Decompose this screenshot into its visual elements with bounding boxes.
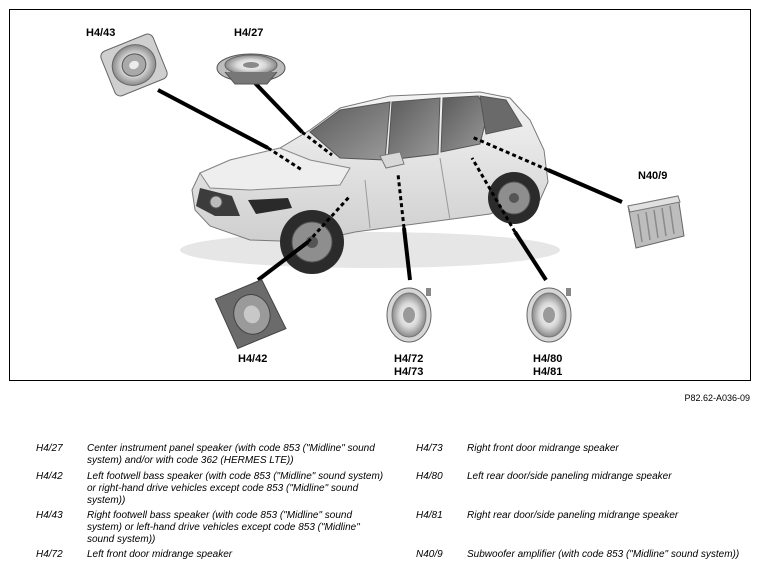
- callout-h4-80-h4-81: H4/80 H4/81: [533, 353, 562, 379]
- legend-description: Right front door midrange speaker: [467, 443, 619, 454]
- figure-reference-number: P82.62-A036-09: [684, 393, 750, 403]
- legend-code: H4/72: [36, 549, 63, 560]
- callout-h4-42: H4/42: [238, 353, 268, 365]
- callout-h4-81: H4/81: [533, 366, 563, 378]
- legend-code: H4/81: [416, 510, 443, 521]
- callout-h4-73: H4/73: [394, 366, 424, 378]
- legend-code: H4/42: [36, 471, 63, 482]
- callout-h4-72-h4-73: H4/72 H4/73: [394, 353, 423, 379]
- speaker-h4-42-illustration: [214, 279, 287, 350]
- figure-drawing: [100, 33, 685, 350]
- callout-h4-43: H4/43: [86, 27, 116, 39]
- callout-h4-27: H4/27: [234, 27, 264, 39]
- legend-description: Left rear door/side paneling midrange sp…: [467, 471, 672, 482]
- legend-code: H4/73: [416, 443, 443, 454]
- legend-description: Right rear door/side paneling midrange s…: [467, 510, 679, 521]
- speaker-h4-27-illustration: [216, 53, 286, 85]
- legend-code: H4/43: [36, 510, 63, 521]
- legend-code: H4/80: [416, 471, 443, 482]
- speaker-h4-43-illustration: [100, 33, 168, 97]
- callout-h4-80: H4/80: [533, 353, 563, 365]
- legend-description: Right footwell bass speaker (with code 8…: [87, 510, 360, 545]
- legend-code: N40/9: [416, 549, 443, 560]
- callout-h4-72: H4/72: [394, 353, 424, 365]
- legend-description: Left footwell bass speaker (with code 85…: [87, 471, 384, 506]
- speaker-h4-80-illustration: [526, 287, 572, 343]
- amplifier-n40-9-illustration: [627, 195, 685, 249]
- component-location-figure: H4/43 H4/27 N40/9 H4/42 H4/72 H4/73 H4/8…: [9, 9, 751, 381]
- legend-description: Center instrument panel speaker (with co…: [87, 443, 375, 466]
- callout-n40-9: N40/9: [638, 170, 668, 182]
- vehicle-illustration: [180, 91, 560, 274]
- speaker-h4-72-illustration: [386, 287, 432, 343]
- legend-description: Left front door midrange speaker: [87, 549, 233, 560]
- leader-lines: [157, 81, 623, 282]
- legend-description: Subwoofer amplifier (with code 853 ("Mid…: [467, 549, 740, 560]
- legend-code: H4/27: [36, 443, 63, 454]
